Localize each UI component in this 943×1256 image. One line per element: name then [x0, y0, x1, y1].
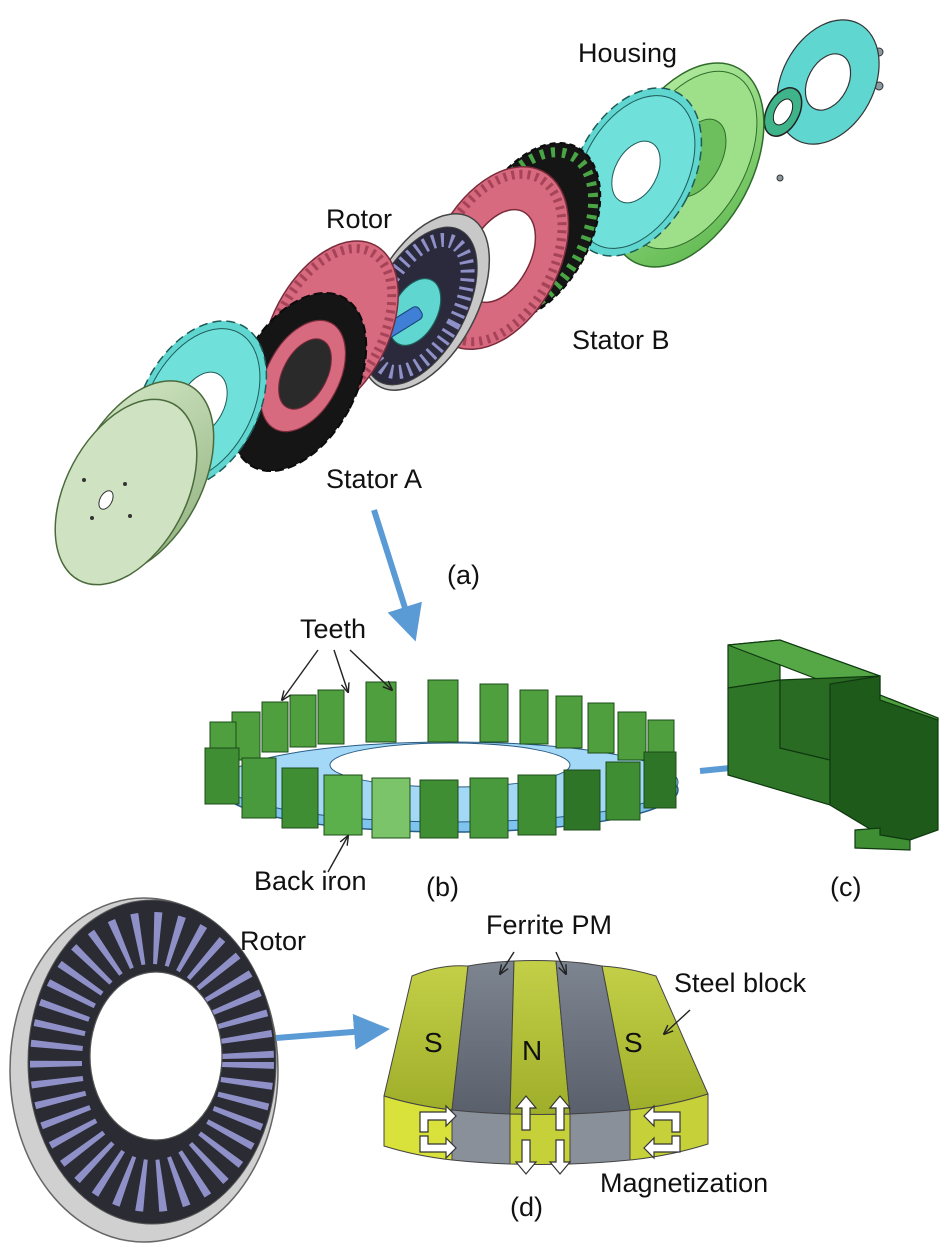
label-magnetization: Magnetization [600, 1168, 768, 1198]
arrow-a-to-b [371, 509, 422, 642]
label-stator-a: Stator A [326, 464, 422, 494]
single-tooth: (c) [727, 639, 939, 902]
stator-b [424, 141, 602, 351]
pole-center: N [522, 1035, 542, 1066]
label-housing: Housing [578, 38, 677, 68]
teeth-front-row [204, 747, 677, 839]
label-stator-b: Stator B [572, 325, 670, 355]
label-teeth: Teeth [300, 614, 366, 644]
stator-core: Teeth Back iron (b) [204, 614, 802, 902]
label-rotor-bottom: Rotor [240, 926, 306, 956]
caption-a: (a) [447, 560, 480, 590]
pole-left: S [424, 1027, 443, 1058]
magnet-segment: S N S Ferrite PM Steel block Magnetizati… [383, 910, 807, 1222]
pole-right: S [624, 1027, 643, 1058]
caption-d: (d) [510, 1192, 543, 1222]
stator-a [228, 240, 399, 473]
label-back-iron: Back iron [254, 866, 367, 896]
arrow-rotor-to-d [275, 1013, 390, 1050]
caption-c: (c) [830, 872, 861, 902]
label-steel-block: Steel block [674, 968, 807, 998]
stator-b-plate [567, 87, 703, 257]
front-housing [54, 380, 215, 586]
label-rotor-top: Rotor [326, 204, 392, 234]
magnetization-arrows [419, 1095, 681, 1175]
label-ferrite-pm: Ferrite PM [486, 910, 612, 940]
caption-b: (b) [426, 872, 459, 902]
rotor-face: Rotor [9, 897, 390, 1243]
exploded-view: Housing Rotor Stator B Stator A (a) [54, 19, 884, 642]
